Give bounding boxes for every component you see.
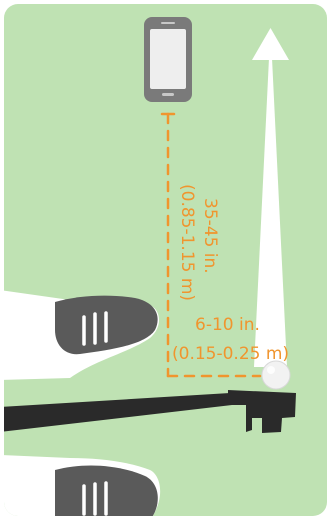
distance-label-group: 35-45 in. (0.85-1.15 m) (177, 184, 220, 301)
shoe-icon (4, 290, 159, 380)
phone-icon (144, 17, 192, 102)
distance-label-imperial: 35-45 in. (200, 198, 220, 274)
golf-ball-icon (261, 360, 291, 390)
distance-label-metric: (0.85-1.15 m) (177, 184, 197, 301)
grass-background (4, 4, 327, 516)
shoe-icon-lower (4, 455, 161, 516)
offset-label-group: 6-10 in. (0.15-0.25 m) (172, 315, 289, 364)
direction-arrow-icon (252, 28, 289, 367)
golf-club-icon (4, 390, 296, 433)
distance-measure-line (160, 112, 262, 378)
offset-label-metric: (0.15-0.25 m) (172, 344, 289, 364)
offset-label-imperial: 6-10 in. (195, 315, 260, 335)
